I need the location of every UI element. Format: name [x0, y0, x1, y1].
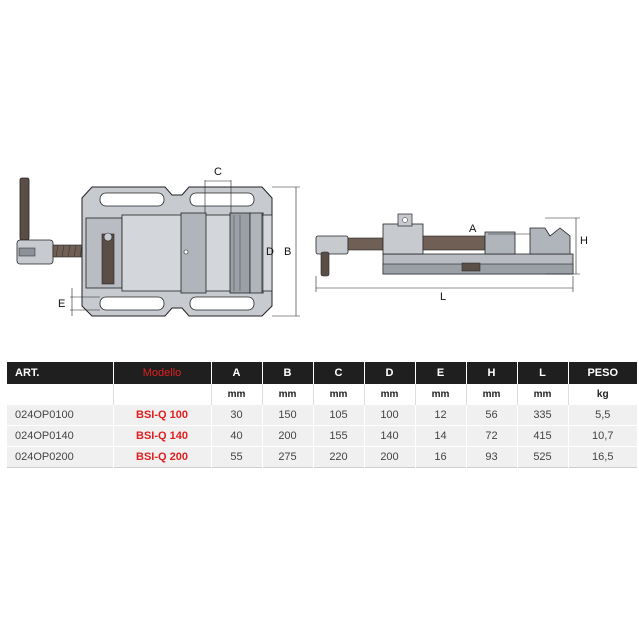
cell-peso: 16,5 [568, 446, 637, 468]
unit-cell: kg [568, 384, 637, 405]
unit-cell: mm [517, 384, 569, 405]
col-header-h: H [466, 362, 518, 384]
col-header-b: B [262, 362, 314, 384]
cell-art: 024OP0140 [7, 425, 114, 447]
cell-b: 200 [262, 425, 314, 447]
dim-label-a: A [469, 223, 477, 235]
vise-technical-drawing: C D B E A [16, 166, 588, 317]
table-row: 024OP0100 BSI-Q 100 30 150 105 100 12 56… [7, 404, 637, 426]
cell-art: 024OP0100 [7, 404, 114, 426]
col-header-modello: Modello [113, 362, 212, 384]
dim-label-c: C [214, 166, 222, 178]
top-view: C D B E [16, 166, 300, 317]
cell-e: 16 [415, 446, 467, 468]
cell-a: 40 [211, 425, 263, 447]
cell-modello: BSI-Q 100 [113, 404, 212, 426]
unit-cell: mm [211, 384, 263, 405]
col-header-e: E [415, 362, 467, 384]
cell-c: 155 [313, 425, 365, 447]
cell-art: 024OP0200 [7, 446, 114, 468]
dim-label-e: E [58, 298, 65, 310]
unit-cell: mm [415, 384, 467, 405]
unit-cell: mm [313, 384, 365, 405]
cell-peso: 5,5 [568, 404, 637, 426]
cell-a: 30 [211, 404, 263, 426]
dim-label-d: D [266, 246, 274, 258]
side-movable-jaw [484, 231, 516, 255]
side-view: A H L [315, 213, 588, 303]
cell-h: 72 [466, 425, 518, 447]
col-header-c: C [313, 362, 365, 384]
col-header-l: L [517, 362, 569, 384]
cell-d: 140 [364, 425, 416, 447]
dim-label-h: H [580, 235, 588, 247]
table-header-row: ART. Modello A B C D E H L PESO [7, 362, 637, 384]
table-row: 024OP0200 BSI-Q 200 55 275 220 200 16 93… [7, 446, 637, 468]
cell-b: 275 [262, 446, 314, 468]
cell-d: 200 [364, 446, 416, 468]
cell-d: 100 [364, 404, 416, 426]
cell-h: 56 [466, 404, 518, 426]
table-units-row: mm mm mm mm mm mm mm kg [7, 384, 637, 405]
handle-lever [19, 177, 30, 241]
cell-a: 55 [211, 446, 263, 468]
side-handle-hub [315, 235, 349, 255]
cell-c: 105 [313, 404, 365, 426]
dim-label-l: L [440, 291, 446, 303]
spec-table: ART. Modello A B C D E H L PESO mm mm mm… [7, 362, 637, 468]
cell-modello: BSI-Q 140 [113, 425, 212, 447]
col-header-peso: PESO [568, 362, 637, 384]
cell-modello: BSI-Q 200 [113, 446, 212, 468]
dim-label-b: B [284, 246, 291, 258]
cell-h: 93 [466, 446, 518, 468]
table-row: 024OP0140 BSI-Q 140 40 200 155 140 14 72… [7, 425, 637, 447]
unit-cell: mm [364, 384, 416, 405]
cell-e: 14 [415, 425, 467, 447]
side-fixed-jaw [529, 227, 571, 255]
col-header-d: D [364, 362, 416, 384]
unit-cell [113, 384, 212, 405]
col-header-art: ART. [7, 362, 114, 384]
cell-b: 150 [262, 404, 314, 426]
unit-cell [7, 384, 114, 405]
cell-e: 12 [415, 404, 467, 426]
unit-cell: mm [262, 384, 314, 405]
cell-l: 415 [517, 425, 569, 447]
cell-c: 220 [313, 446, 365, 468]
unit-cell: mm [466, 384, 518, 405]
cell-peso: 10,7 [568, 425, 637, 447]
cell-l: 335 [517, 404, 569, 426]
cell-l: 525 [517, 446, 569, 468]
col-header-a: A [211, 362, 263, 384]
